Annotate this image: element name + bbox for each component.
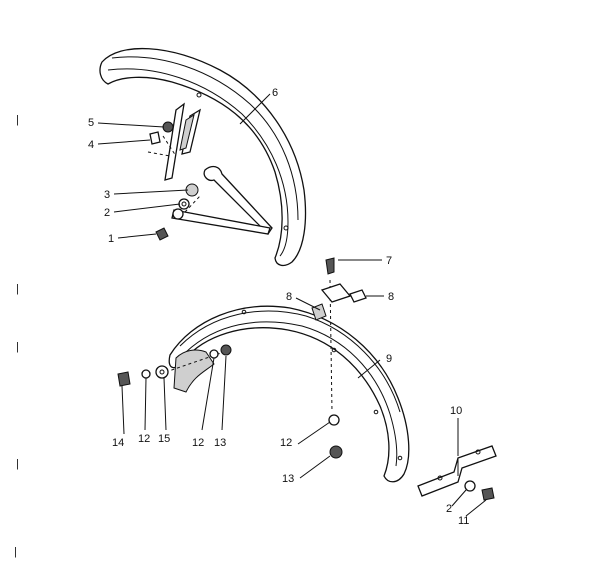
washer-part-2 [464, 480, 476, 492]
rear-hardware [117, 344, 343, 459]
margin-mark: | [16, 341, 19, 353]
nut-part-13 [220, 344, 232, 356]
callout-5: 5 [88, 117, 94, 129]
callout-1: 1 [108, 233, 114, 245]
front-hardware [149, 121, 199, 241]
callout-6: 6 [272, 87, 278, 99]
margin-marks: | | | | | [14, 114, 19, 558]
bracket-part-10 [417, 445, 497, 501]
callout-9: 9 [386, 353, 392, 365]
callout-11: 11 [458, 515, 469, 527]
callout-4: 4 [88, 139, 94, 151]
callout-10: 10 [450, 405, 462, 417]
callout-14: 14 [112, 437, 124, 449]
clip-bracket [320, 283, 352, 303]
washer-part-12 [328, 414, 340, 426]
screw-part-7 [325, 257, 335, 275]
nut-part-5 [162, 121, 174, 133]
callouts: 5 4 6 3 2 1 7 8 8 9 14 12 15 12 13 12 13… [88, 87, 469, 527]
bolt-part-4 [149, 131, 161, 145]
callout-3: 3 [104, 189, 110, 201]
rear-fender [168, 305, 410, 483]
nut-part-13 [329, 445, 343, 459]
bolt-part-11 [481, 487, 495, 501]
washer-part-12 [141, 369, 151, 379]
margin-mark: | [16, 458, 19, 470]
bolt-part-1 [155, 227, 169, 241]
washer-part-15 [155, 365, 169, 379]
callout-8: 8 [388, 291, 394, 303]
clip-assembly [311, 257, 367, 321]
callout-2: 2 [104, 207, 110, 219]
margin-mark: | [14, 546, 17, 558]
callout-2: 2 [446, 503, 452, 515]
washer-part-12 [209, 349, 219, 359]
callout-7: 7 [386, 255, 392, 267]
margin-mark: | [16, 114, 19, 126]
bolt-part-14 [117, 371, 131, 387]
callout-12: 12 [138, 433, 150, 445]
callout-12: 12 [280, 437, 292, 449]
front-fender [99, 47, 307, 267]
guide-line [329, 279, 333, 413]
callout-12: 12 [192, 437, 204, 449]
leader-lines [97, 93, 487, 517]
callout-13: 13 [214, 437, 226, 449]
margin-mark: | [16, 283, 19, 295]
washer-part-2 [178, 198, 190, 210]
callout-15: 15 [158, 433, 170, 445]
callout-13: 13 [282, 473, 294, 485]
callout-8: 8 [286, 291, 292, 303]
rubber-part-8 [349, 289, 367, 303]
